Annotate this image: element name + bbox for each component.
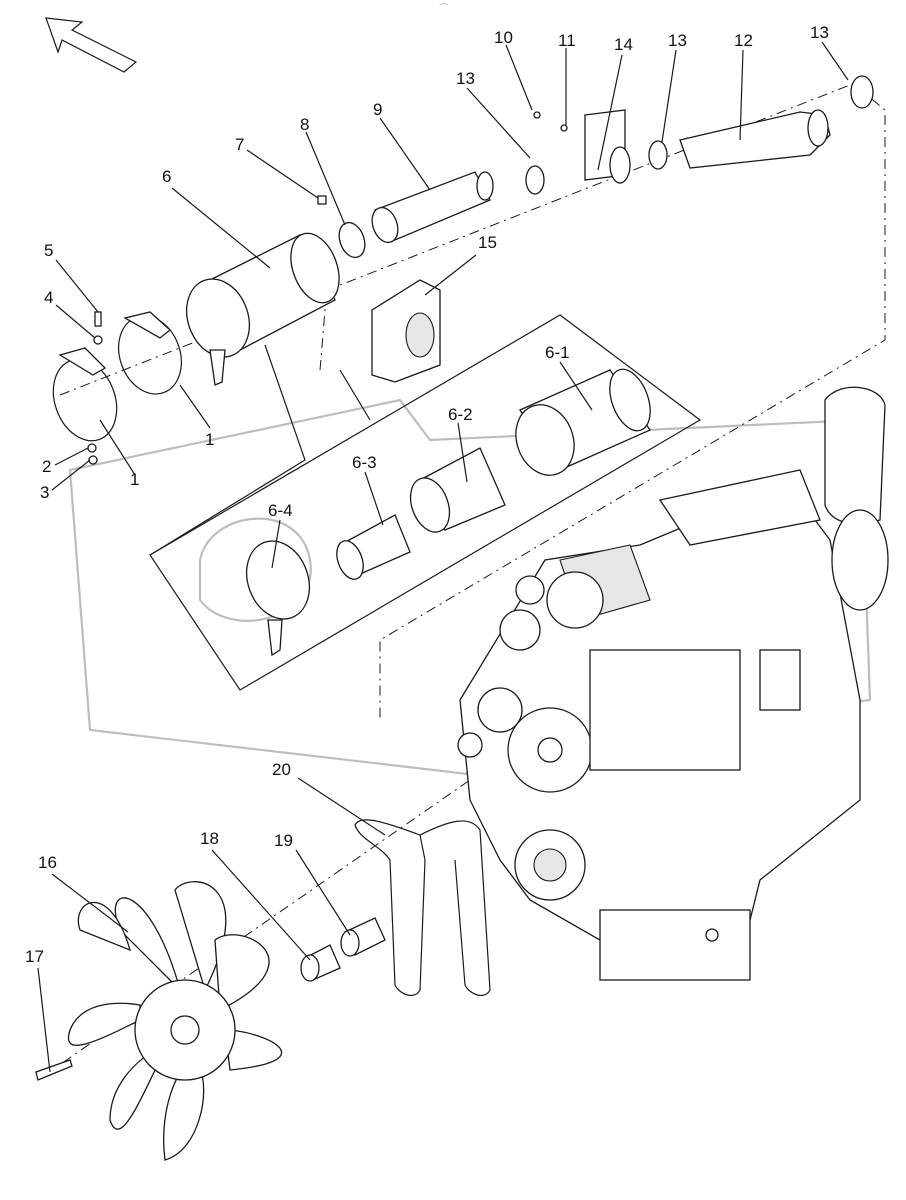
- callout-11: 11: [558, 31, 576, 50]
- callout-2: 2: [42, 457, 51, 476]
- fan-pulley-adapter: [300, 944, 341, 982]
- callout-20: 20: [272, 760, 291, 779]
- callout-6-4: 6-4: [268, 501, 293, 520]
- callout-9: 9: [373, 100, 382, 119]
- fan-spacer: [340, 917, 386, 957]
- hose-clamp-13c: [850, 75, 874, 109]
- callout-14: 14: [614, 35, 633, 54]
- callout-labels: 5 4 2 3 1 1 6 7 8 9 13 10 11 14 13 12 13…: [25, 23, 829, 966]
- drive-belt: [354, 819, 491, 997]
- filter-detail-panel: [149, 314, 702, 691]
- bolts-and-washers: [87, 311, 103, 465]
- callout-7: 7: [235, 135, 244, 154]
- callout-16: 16: [38, 853, 57, 872]
- pipe-bracket: [533, 109, 631, 184]
- callout-13c: 13: [810, 23, 829, 42]
- filter-end-cap: [246, 540, 310, 657]
- air-cleaner-housing: [186, 232, 340, 386]
- callout-15: 15: [478, 233, 497, 252]
- panel-leader: [149, 344, 306, 556]
- intake-hose-upper: [679, 109, 831, 169]
- callout-19: 19: [274, 831, 293, 850]
- hose-clamp-13a: [525, 165, 545, 195]
- hose-clamp: [338, 221, 366, 259]
- callout-12: 12: [734, 31, 753, 50]
- direction-arrow-icon: [45, 17, 138, 73]
- mounting-bands: [52, 311, 182, 442]
- leader-lines: [37, 41, 849, 1073]
- callout-18: 18: [200, 829, 219, 848]
- callout-6: 6: [162, 167, 171, 186]
- callout-1a: 1: [205, 430, 214, 449]
- callout-8: 8: [300, 115, 309, 134]
- callout-6-1: 6-1: [545, 343, 570, 362]
- watermark: [68, 398, 872, 782]
- callout-13a: 13: [456, 69, 475, 88]
- panel-leader-2: [339, 369, 371, 421]
- filter-element-safety: [336, 514, 411, 580]
- callout-5: 5: [44, 241, 53, 260]
- callout-4: 4: [44, 288, 53, 307]
- callout-6-2: 6-2: [448, 405, 473, 424]
- engine-assembly: [457, 386, 889, 981]
- fitting-cap: [317, 195, 327, 205]
- cooling-fan: [67, 881, 283, 1161]
- top-mark: ⁀: [439, 4, 448, 14]
- intake-hose-elbow: [371, 171, 494, 244]
- callout-1b: 1: [130, 470, 139, 489]
- filter-element-primary: [409, 447, 506, 533]
- callout-13b: 13: [668, 31, 687, 50]
- callout-6-3: 6-3: [352, 453, 377, 472]
- callout-3: 3: [40, 483, 49, 502]
- callout-10: 10: [494, 28, 513, 47]
- precleaner-block: [371, 279, 441, 383]
- hose-clamp-13b: [648, 140, 668, 170]
- fan-bolt: [35, 1059, 73, 1081]
- filter-element-outer-cover: [515, 368, 651, 476]
- callout-17: 17: [25, 947, 44, 966]
